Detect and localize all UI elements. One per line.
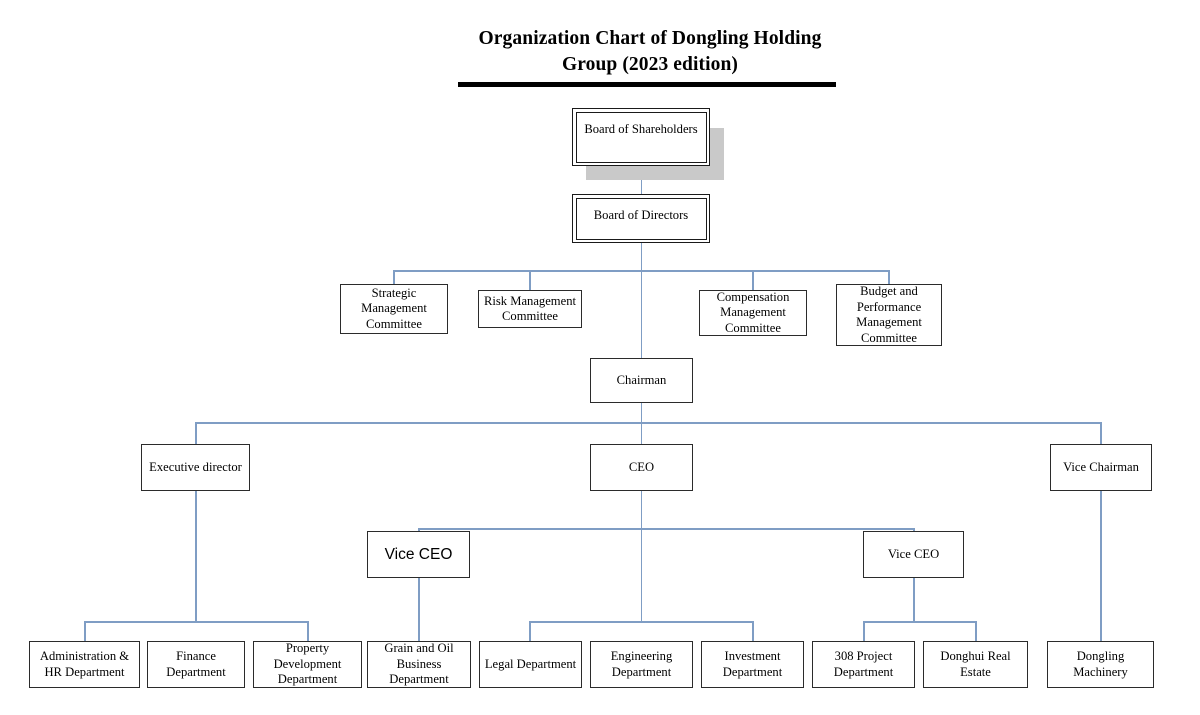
legal-department-label: Legal Department (484, 656, 577, 671)
node-compensation-management-committee[interactable]: Compensation Management Committee (699, 290, 807, 336)
compensation-management-committee-label: Compensation Management Committee (716, 289, 790, 335)
connector-bus-to-strategic (393, 270, 395, 284)
connector-bus-to-budget (888, 270, 890, 284)
connector-bus-to-legal (529, 621, 531, 641)
node-board-of-directors[interactable]: Board of Directors (572, 194, 710, 243)
connector-bus-to-risk (529, 270, 531, 290)
project-308-department-label: 308 Project Department (833, 649, 894, 679)
node-budget-performance-management-committee[interactable]: Budget and Performance Management Commit… (836, 284, 942, 346)
page-title-line-2: Group (2023 edition) (561, 54, 739, 75)
connector-vice-ceo-right-down (913, 578, 915, 623)
connector-vice-chairman-to-machinery (1100, 491, 1102, 641)
connector-bus-to-property (307, 621, 309, 641)
connector-bus-to-project308 (863, 621, 865, 641)
connector-bus-to-admin-hr (84, 621, 86, 641)
board-of-shareholders-inner-border: Board of Shareholders (575, 111, 707, 163)
node-investment-department[interactable]: Investment Department (701, 641, 804, 688)
board-of-shareholders-label: Board of Shareholders (584, 121, 698, 136)
connector-bus-to-exec-director (195, 422, 197, 444)
title-underline-rule (458, 82, 836, 87)
connector-bus-to-ceo (640, 422, 643, 444)
connector-vice-ceo-right-bus (863, 621, 976, 623)
connector-exec-director-down (195, 491, 197, 623)
node-risk-management-committee[interactable]: Risk Management Committee (478, 290, 582, 328)
connector-vice-ceo-left-to-grain-oil (418, 578, 420, 641)
board-of-directors-label: Board of Directors (593, 207, 689, 222)
connector-exec-department-bus (84, 621, 308, 623)
grain-oil-business-department-label: Grain and Oil Business Department (384, 641, 454, 687)
connector-bus-to-investment (752, 621, 754, 641)
finance-department-label: Finance Department (166, 649, 226, 679)
connector-shareholders-to-directors (640, 166, 643, 194)
node-property-development-department[interactable]: Property Development Department (253, 641, 362, 688)
connector-ceo-down (640, 491, 643, 529)
connector-ceo-department-bus (529, 621, 753, 623)
node-vice-ceo-right[interactable]: Vice CEO (863, 531, 964, 578)
connector-vice-ceo-bus (418, 528, 914, 530)
budget-performance-management-committee-label: Budget and Performance Management Commit… (856, 284, 922, 345)
connector-bus-to-compensation (752, 270, 754, 290)
connector-exec-bus (195, 422, 1101, 424)
node-vice-ceo-left[interactable]: Vice CEO (367, 531, 470, 578)
property-development-department-label: Property Development Department (273, 641, 342, 687)
node-legal-department[interactable]: Legal Department (479, 641, 582, 688)
node-finance-department[interactable]: Finance Department (147, 641, 245, 688)
node-executive-director[interactable]: Executive director (141, 444, 250, 491)
vice-ceo-left-label: Vice CEO (384, 545, 453, 563)
connector-directors-down (640, 243, 643, 271)
chairman-label: Chairman (616, 372, 667, 387)
donghui-real-estate-label: Donghui Real Estate (940, 649, 1011, 679)
connector-chairman-down (640, 403, 643, 423)
administration-hr-department-label: Administration & HR Department (39, 649, 130, 679)
ceo-label: CEO (628, 459, 655, 474)
node-ceo[interactable]: CEO (590, 444, 693, 491)
page-title: Organization Chart of Dongling Holding G… (440, 26, 860, 78)
vice-chairman-label: Vice Chairman (1063, 459, 1139, 474)
node-grain-oil-business-department[interactable]: Grain and Oil Business Department (367, 641, 471, 688)
connector-bus-to-vice-chairman (1100, 422, 1102, 444)
node-dongling-machinery[interactable]: Dongling Machinery (1047, 641, 1154, 688)
board-of-directors-inner-border: Board of Directors (575, 197, 707, 240)
node-strategic-management-committee[interactable]: Strategic Management Committee (340, 284, 448, 334)
node-board-of-shareholders[interactable]: Board of Shareholders (572, 108, 710, 166)
connector-ceo-to-department-bus (640, 528, 643, 623)
node-vice-chairman[interactable]: Vice Chairman (1050, 444, 1152, 491)
dongling-machinery-label: Dongling Machinery (1073, 649, 1128, 679)
page-title-line-1: Organization Chart of Dongling Holding (478, 28, 822, 49)
node-chairman[interactable]: Chairman (590, 358, 693, 403)
engineering-department-label: Engineering Department (610, 649, 673, 679)
vice-ceo-right-label: Vice CEO (887, 546, 940, 561)
node-engineering-department[interactable]: Engineering Department (590, 641, 693, 688)
strategic-management-committee-label: Strategic Management Committee (361, 285, 427, 331)
investment-department-label: Investment Department (722, 649, 783, 679)
node-donghui-real-estate[interactable]: Donghui Real Estate (923, 641, 1028, 688)
node-administration-hr-department[interactable]: Administration & HR Department (29, 641, 140, 688)
node-308-project-department[interactable]: 308 Project Department (812, 641, 915, 688)
connector-bus-to-donghui (975, 621, 977, 641)
risk-management-committee-label: Risk Management Committee (484, 293, 576, 324)
executive-director-label: Executive director (149, 459, 242, 474)
connector-directors-to-chairman (640, 270, 643, 358)
